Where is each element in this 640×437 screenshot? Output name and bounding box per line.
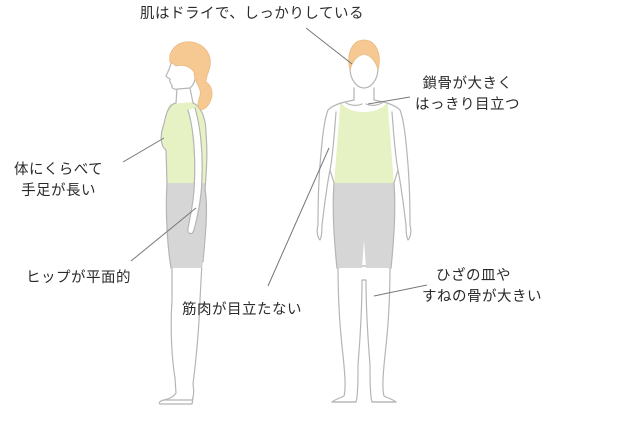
side-face — [165, 59, 197, 90]
label-collarbone-line2: はっきり目立つ — [415, 97, 520, 113]
label-hip: ヒップが平面的 — [26, 270, 131, 286]
side-neck — [175, 87, 194, 104]
side-hair — [169, 41, 213, 110]
front-torso-outline — [316, 87, 412, 269]
front-legs — [331, 265, 397, 403]
leader-limbs — [122, 137, 165, 163]
side-torso-outline — [160, 102, 208, 269]
side-foot — [158, 397, 194, 405]
side-arm — [187, 107, 203, 235]
front-inner-arms — [329, 111, 399, 171]
label-collarbone-line1: 鎖骨が大きく — [422, 76, 513, 92]
leader-knee — [373, 284, 428, 297]
label-limbs: 体にくらべて 手足が長い — [14, 160, 103, 202]
front-collarbones — [345, 102, 383, 106]
front-view-figure — [316, 39, 412, 403]
label-knee-line2: すねの骨が大きい — [422, 289, 542, 305]
label-limbs-line2: 手足が長い — [21, 183, 97, 199]
label-skin: 肌はドライで、しっかりしている — [140, 6, 364, 22]
leader-skin — [305, 27, 353, 65]
leader-lines — [122, 27, 428, 297]
label-muscle: 筋肉が目立たない — [182, 302, 302, 318]
leader-hip — [130, 207, 197, 262]
front-shorts — [333, 183, 395, 268]
side-legs — [163, 261, 203, 401]
leader-muscle — [267, 147, 330, 287]
leader-collarbone — [367, 96, 411, 105]
front-top — [334, 102, 394, 183]
front-hair — [348, 39, 380, 71]
label-knee: ひざの皿や すねの骨が大きい — [422, 266, 542, 308]
side-view-figure — [158, 41, 213, 405]
label-knee-line1: ひざの皿や — [436, 268, 511, 284]
label-limbs-line1: 体にくらべて — [14, 162, 104, 178]
label-collarbone: 鎖骨が大きく はっきり目立つ — [415, 74, 520, 116]
